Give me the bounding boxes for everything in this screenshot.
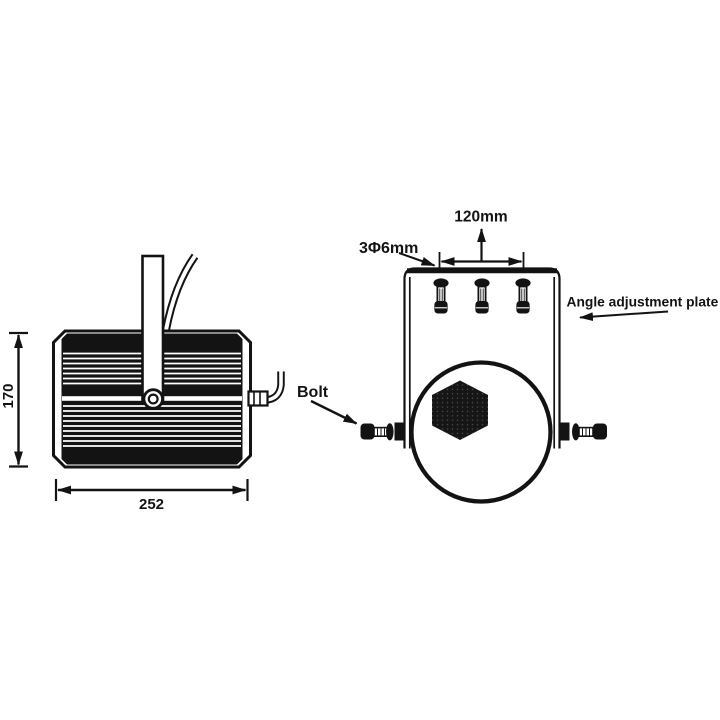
plate-label: Angle adjustment plate [567, 295, 719, 310]
holes-label: 3Φ6mm [359, 240, 418, 257]
adjustment-bolt-right [515, 278, 531, 314]
dimension-height: 170 [0, 331, 28, 468]
right-tab [559, 422, 570, 441]
cable [162, 253, 199, 331]
speaker-body [52, 329, 252, 469]
height-dimension-label: 170 [0, 383, 17, 408]
dimension-bolt-spacing: 120mm [438, 209, 525, 268]
bolt-callout: Bolt [297, 384, 358, 425]
side-bolt-left [360, 423, 394, 441]
speaker-rear-view: 120mm 3Φ6mm Angle adjustment plate [297, 209, 719, 504]
left-tab [394, 422, 405, 441]
bolt-label: Bolt [297, 384, 329, 401]
dimension-width: 252 [54, 479, 249, 513]
hex-magnet [432, 380, 488, 440]
mounting-bracket [141, 254, 165, 404]
cable-gland [247, 371, 285, 407]
adjustment-bolt-center [474, 278, 490, 314]
side-bolt-right [572, 423, 607, 441]
body-fins [63, 352, 241, 447]
adjustment-bolt-left [433, 278, 449, 314]
pivot-bolt [142, 388, 164, 410]
width-dimension-label: 252 [139, 496, 164, 513]
holes-callout: 3Φ6mm [359, 240, 436, 267]
angle-adjustment-plate [403, 267, 561, 449]
horn-circle [409, 360, 553, 504]
bolt-spacing-label: 120mm [454, 209, 507, 226]
speaker-side-view: 170 252 [0, 253, 285, 513]
plate-callout: Angle adjustment plate [567, 295, 719, 322]
